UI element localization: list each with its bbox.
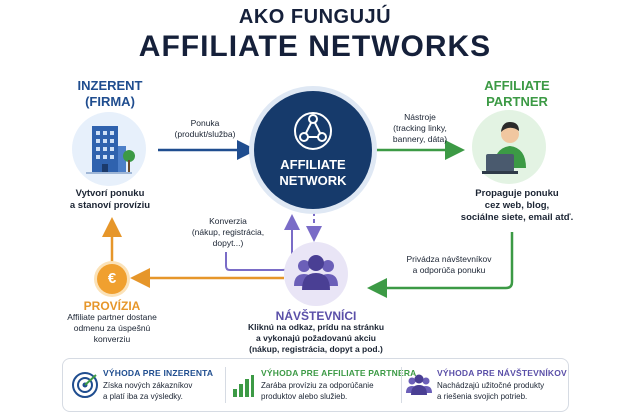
visitors-title: NÁVŠTEVNÍCI (275, 309, 357, 323)
visitors-description: Kliknú na odkaz, prídu na stránku a vyko… (247, 322, 385, 354)
benefit-visitors-text: Nachádzajú užitočné produkty a riešenia … (437, 381, 545, 401)
people-group-icon (294, 255, 338, 290)
benefit-visitors-title: VÝHODA PRE NÁVŠTEVNÍKOV (437, 368, 567, 378)
title-line-1: AKO FUNGUJÚ (238, 6, 392, 28)
partner-title: AFFILIATE PARTNER (484, 78, 550, 109)
advertiser-title: INZERENT (FIRMA) (77, 78, 143, 109)
advertiser-description: Vytvorí ponuku a stanoví províziu (69, 188, 151, 211)
benefit-advertiser-text: Získa nových zákazníkov a platí iba za v… (103, 381, 193, 401)
office-building-icon (86, 126, 135, 174)
traffic-label: Privádza návštevníkov a odporúča ponuku (406, 254, 492, 275)
benefit-partner-text: Zarába províziu za odporúčanie produktov… (261, 381, 374, 401)
bar-chart-icon (231, 373, 255, 399)
commission-description: Affiliate partner dostane odmenu za úspe… (67, 312, 157, 344)
traffic-arrow (367, 232, 514, 298)
conversion-label: Konverzia (nákup, registrácia, dopyt...) (191, 216, 265, 248)
network-nodes-icon (294, 112, 332, 150)
network-label: AFFILIATE NETWORK (279, 157, 347, 188)
divider (225, 367, 226, 403)
title-line-2: AFFILIATE NETWORKS (138, 30, 492, 63)
benefits-panel: VÝHODA PRE INZERENTA Získa nových zákazn… (62, 358, 569, 412)
offer-label: Ponuka (produkt/služba) (174, 118, 236, 139)
commission-title: PROVÍZIA (83, 299, 141, 313)
benefit-advertiser-title: VÝHODA PRE INZERENTA (103, 368, 214, 378)
affiliate-network-node: AFFILIATE NETWORK (254, 91, 372, 209)
benefit-partner-title: VÝHODA PRE AFFILIATE PARTNERA (261, 368, 417, 378)
partner-badge (472, 110, 546, 184)
euro-coin-icon: € (97, 264, 127, 294)
divider (401, 367, 402, 403)
advertiser-badge (72, 112, 146, 186)
partner-description: Propaguje ponuku cez web, blog, sociálne… (460, 188, 574, 223)
target-icon (71, 371, 99, 399)
person-laptop-icon (482, 122, 526, 174)
people-icon (405, 373, 433, 397)
visitors-badge (284, 242, 348, 306)
tools-label: Nástroje (tracking linky, bannery, dáta) (392, 112, 448, 144)
